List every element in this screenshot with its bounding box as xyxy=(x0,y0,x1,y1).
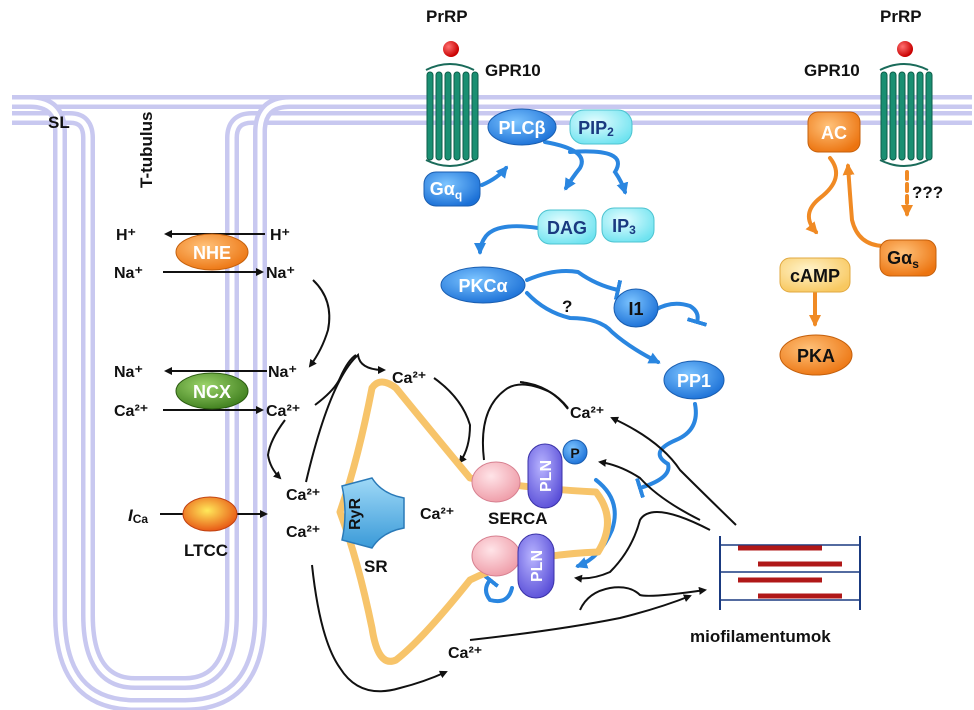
ltcc-channel xyxy=(182,496,238,532)
ca-ion-top: Ca²⁺ xyxy=(392,370,426,387)
ac-label: AC xyxy=(821,123,847,143)
gas-label: Gα xyxy=(887,248,912,268)
gs-pathway-arrows xyxy=(805,156,913,327)
gaq-label: Gα xyxy=(430,179,455,199)
pip2-node: PIP2 xyxy=(569,109,633,145)
camp-node: cAMP xyxy=(779,257,851,293)
pln-top-label: PLN xyxy=(538,460,555,492)
sl-label: SL xyxy=(48,113,70,132)
serca-label: SERCA xyxy=(488,509,548,528)
ryr-channel: RyR xyxy=(341,477,405,549)
pka-label: PKA xyxy=(797,346,835,366)
ryr-label: RyR xyxy=(347,498,364,530)
gq-pathway-arrows xyxy=(474,140,708,604)
prrp-ligand-right-icon xyxy=(897,41,913,57)
nhe-exchanger: NHE xyxy=(175,233,249,271)
ica-main: I xyxy=(128,506,134,525)
h-ion-left: H⁺ xyxy=(116,227,136,244)
phosphate-badge: P xyxy=(562,439,588,465)
gas-subscript: s xyxy=(912,257,919,271)
t-tubulus-label: T-tubulus xyxy=(137,112,156,188)
prrp-left-label: PrRP xyxy=(426,7,468,26)
phosphate-label: P xyxy=(570,445,579,461)
camp-label: cAMP xyxy=(790,266,840,286)
ca-ion-ryr: Ca²⁺ xyxy=(420,506,454,523)
prrp-ligand-left-icon xyxy=(443,41,459,57)
ltcc-label: LTCC xyxy=(184,541,228,560)
svg-text:IP3: IP3 xyxy=(612,216,636,237)
myofilaments-icon xyxy=(719,536,861,610)
gaq-subscript: q xyxy=(455,188,462,202)
pp1-node: PP1 xyxy=(663,360,725,400)
na-ion-left-2: Na⁺ xyxy=(114,364,143,381)
pip2-subscript: 2 xyxy=(607,125,614,139)
pip2-label: PIP xyxy=(578,118,607,138)
unknown-pathway-label: ??? xyxy=(912,183,943,202)
svg-text:Gαq: Gαq xyxy=(430,179,462,202)
uncertain-link-label: ? xyxy=(562,297,572,316)
gas-node: Gαs xyxy=(879,239,937,277)
pkca-node: PKCα xyxy=(440,266,526,304)
i1-node: I1 xyxy=(613,288,659,328)
ica-label: ICa xyxy=(128,506,148,526)
pln-top: PLN xyxy=(527,443,563,509)
prrp-right-label: PrRP xyxy=(880,7,922,26)
ncx-exchanger: NCX xyxy=(175,372,249,410)
pp1-label: PP1 xyxy=(677,371,711,391)
plcb-node: PLCβ xyxy=(487,108,557,146)
serca-pump-bottom xyxy=(471,535,521,577)
pkca-label: PKCα xyxy=(458,276,507,296)
gpr10-receptor-right xyxy=(879,41,933,167)
ica-subscript: Ca xyxy=(133,512,149,526)
pka-node: PKA xyxy=(779,334,853,376)
na-ion-right-1: Na⁺ xyxy=(266,265,295,282)
dag-label: DAG xyxy=(547,218,587,238)
plcb-label: PLCβ xyxy=(499,118,546,138)
gpr10-right-label: GPR10 xyxy=(804,61,860,80)
h-ion-right: H⁺ xyxy=(270,227,290,244)
ca-ion-right: Ca²⁺ xyxy=(570,405,604,422)
ca-ion-ncx-right: Ca²⁺ xyxy=(266,403,300,420)
nhe-label: NHE xyxy=(193,243,231,263)
ip3-subscript: 3 xyxy=(629,223,636,237)
gpr10-receptor-left xyxy=(425,41,479,167)
serca-pump-top xyxy=(471,461,521,503)
ip3-label: IP xyxy=(612,216,629,236)
i1-label: I1 xyxy=(628,299,643,319)
myofilaments-label: miofilamentumok xyxy=(690,627,831,646)
ncx-label: NCX xyxy=(193,382,231,402)
gpr10-left-label: GPR10 xyxy=(485,61,541,80)
pln-bottom-label: PLN xyxy=(529,550,546,582)
ca-ion-dyad-1: Ca²⁺ xyxy=(286,487,320,504)
ion-flow-arrows xyxy=(160,230,737,693)
sr-label: SR xyxy=(364,557,388,576)
ca-ion-bottom: Ca²⁺ xyxy=(448,645,482,662)
ac-node: AC xyxy=(807,111,861,153)
na-ion-left-1: Na⁺ xyxy=(114,265,143,282)
svg-text:Gαs: Gαs xyxy=(887,248,919,271)
sarcolemma-membrane xyxy=(12,95,972,710)
svg-text:PIP2: PIP2 xyxy=(578,118,614,139)
na-ion-right-2: Na⁺ xyxy=(268,364,297,381)
ca-ion-ncx-left: Ca²⁺ xyxy=(114,403,148,420)
ip3-node: IP3 xyxy=(601,207,655,243)
gaq-node: Gαq xyxy=(423,171,481,207)
ca-ion-dyad-2: Ca²⁺ xyxy=(286,524,320,541)
pln-bottom: PLN xyxy=(517,533,555,599)
dag-node: DAG xyxy=(537,209,597,245)
